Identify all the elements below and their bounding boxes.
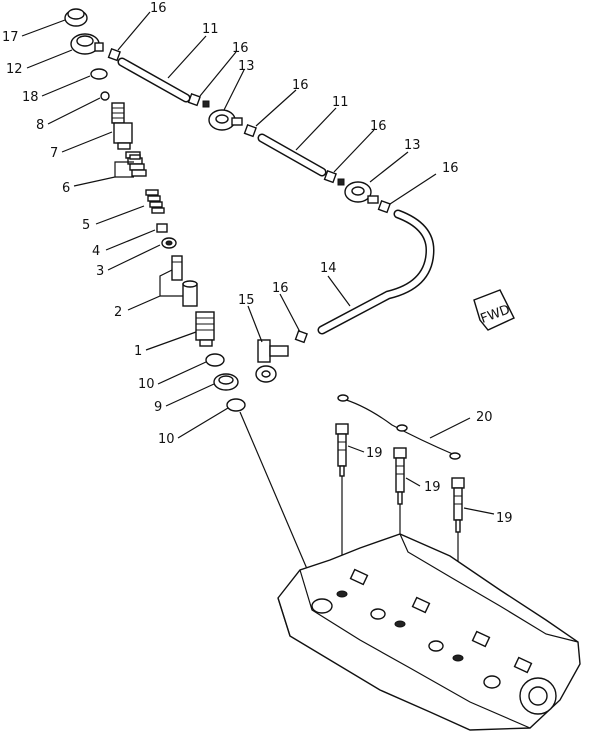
part-18-washer bbox=[90, 68, 108, 80]
part-7-holder bbox=[111, 102, 133, 150]
leader-lines bbox=[21, 11, 495, 515]
callout-labels: 17 12 18 8 7 6 5 4 3 2 1 10 9 10 16 11 1… bbox=[2, 1, 513, 526]
callout-5: 5 bbox=[82, 218, 90, 233]
part-9-protector bbox=[213, 373, 239, 391]
fwd-arrow-icon: FWD bbox=[473, 289, 515, 331]
callout-10-upper: 10 bbox=[138, 377, 155, 392]
callout-16-d: 16 bbox=[370, 119, 387, 134]
callout-8: 8 bbox=[36, 118, 44, 133]
part-17-cap-nut bbox=[64, 8, 88, 27]
callout-19-c: 19 bbox=[496, 511, 513, 526]
callout-16-c: 16 bbox=[292, 78, 309, 93]
injector-stack bbox=[64, 8, 246, 412]
callout-13-lower: 13 bbox=[404, 138, 421, 153]
part-20-connector-wire bbox=[339, 397, 456, 456]
callout-6: 6 bbox=[62, 181, 70, 196]
callout-2: 2 bbox=[114, 305, 122, 320]
callout-4: 4 bbox=[92, 244, 100, 259]
cylinder-head bbox=[277, 533, 581, 731]
callout-19-a: 19 bbox=[366, 446, 383, 461]
part-15-elbow bbox=[255, 339, 289, 383]
part-19-glow-plug-a bbox=[335, 423, 349, 477]
callout-3: 3 bbox=[96, 264, 104, 279]
callout-18: 18 bbox=[22, 90, 39, 105]
part-13-banjo-upper bbox=[208, 109, 243, 131]
part-16-clamp-1 bbox=[107, 47, 121, 62]
part-1-nozzle bbox=[195, 311, 215, 347]
callout-16-f: 16 bbox=[272, 281, 289, 296]
callout-15: 15 bbox=[238, 293, 255, 308]
part-16-clamp-5 bbox=[377, 199, 391, 214]
part-3-spacer bbox=[161, 237, 177, 249]
part-19-glow-plug-c bbox=[451, 477, 465, 533]
callout-12: 12 bbox=[6, 62, 23, 77]
return-pipe-assembly bbox=[107, 47, 435, 383]
callout-11-lower: 11 bbox=[332, 95, 349, 110]
part-5-spring bbox=[145, 189, 165, 214]
callout-7: 7 bbox=[50, 146, 58, 161]
part-19-glow-plug-b bbox=[393, 447, 407, 505]
part-2-nozzle-needle bbox=[171, 255, 198, 307]
part-16-clamp-2 bbox=[187, 92, 201, 107]
callout-13-upper: 13 bbox=[238, 59, 255, 74]
callout-17: 17 bbox=[2, 30, 19, 45]
part-8-ball bbox=[100, 91, 110, 101]
callout-10-lower: 10 bbox=[158, 432, 175, 447]
callout-11-upper: 11 bbox=[202, 22, 219, 37]
callout-9: 9 bbox=[154, 400, 162, 415]
callout-16-a: 16 bbox=[150, 1, 167, 16]
callout-16-b: 16 bbox=[232, 41, 249, 56]
part-16-clamp-4 bbox=[323, 169, 337, 184]
part-16-clamp-6 bbox=[294, 329, 308, 344]
callout-1: 1 bbox=[134, 344, 142, 359]
callout-19-b: 19 bbox=[424, 480, 441, 495]
part-10-washer-upper bbox=[205, 353, 225, 367]
part-16-clamp-3 bbox=[243, 123, 257, 138]
callout-20: 20 bbox=[476, 410, 493, 425]
part-4-collar bbox=[156, 223, 168, 233]
part-12-eye-fitting bbox=[70, 33, 104, 55]
part-6-spring-set bbox=[125, 151, 147, 177]
callout-16-e: 16 bbox=[442, 161, 459, 176]
part-13-banjo-lower bbox=[344, 181, 379, 204]
callout-14: 14 bbox=[320, 261, 337, 276]
part-10-washer-lower bbox=[226, 398, 246, 412]
part-14-return-hose bbox=[317, 209, 435, 335]
